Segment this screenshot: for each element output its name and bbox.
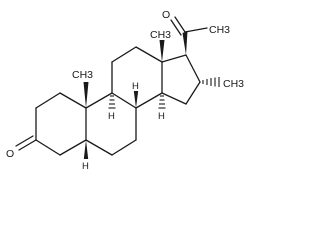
h-c8-label: H (132, 81, 139, 92)
oxygen-acetyl-label: O (162, 9, 170, 21)
methyl-c10-label: CH3 (72, 69, 93, 81)
acetyl-group (170, 16, 208, 55)
ring-a (35, 92, 87, 156)
methyl-c10-bond (83, 82, 89, 108)
structure-canvas: O O CH3 CH3 CH3 CH3 H H H H (6, 9, 244, 172)
h-c9-label: H (108, 111, 115, 122)
oxygen-ketone-label: O (6, 148, 14, 160)
methyl-c13-label: CH3 (150, 29, 171, 41)
molecule-drawing: O O CH3 CH3 CH3 CH3 H H H H (6, 9, 244, 172)
ring-d (161, 54, 201, 105)
ketone-ring-a (15, 135, 37, 151)
h-c14-label: H (158, 111, 165, 122)
methyl-c16-bond (202, 77, 220, 87)
methyl-acetyl-label: CH3 (209, 24, 230, 36)
h-c5-bond (83, 140, 89, 159)
h-c9-bond (108, 95, 116, 109)
h-c5-label: H (82, 161, 89, 172)
ring-b (85, 92, 137, 156)
methyl-c13-bond (159, 40, 165, 62)
ring-c (111, 46, 163, 109)
methyl-c16-label: CH3 (223, 78, 244, 90)
h-c14-bond (158, 95, 166, 109)
h-c8-bond (133, 91, 139, 108)
